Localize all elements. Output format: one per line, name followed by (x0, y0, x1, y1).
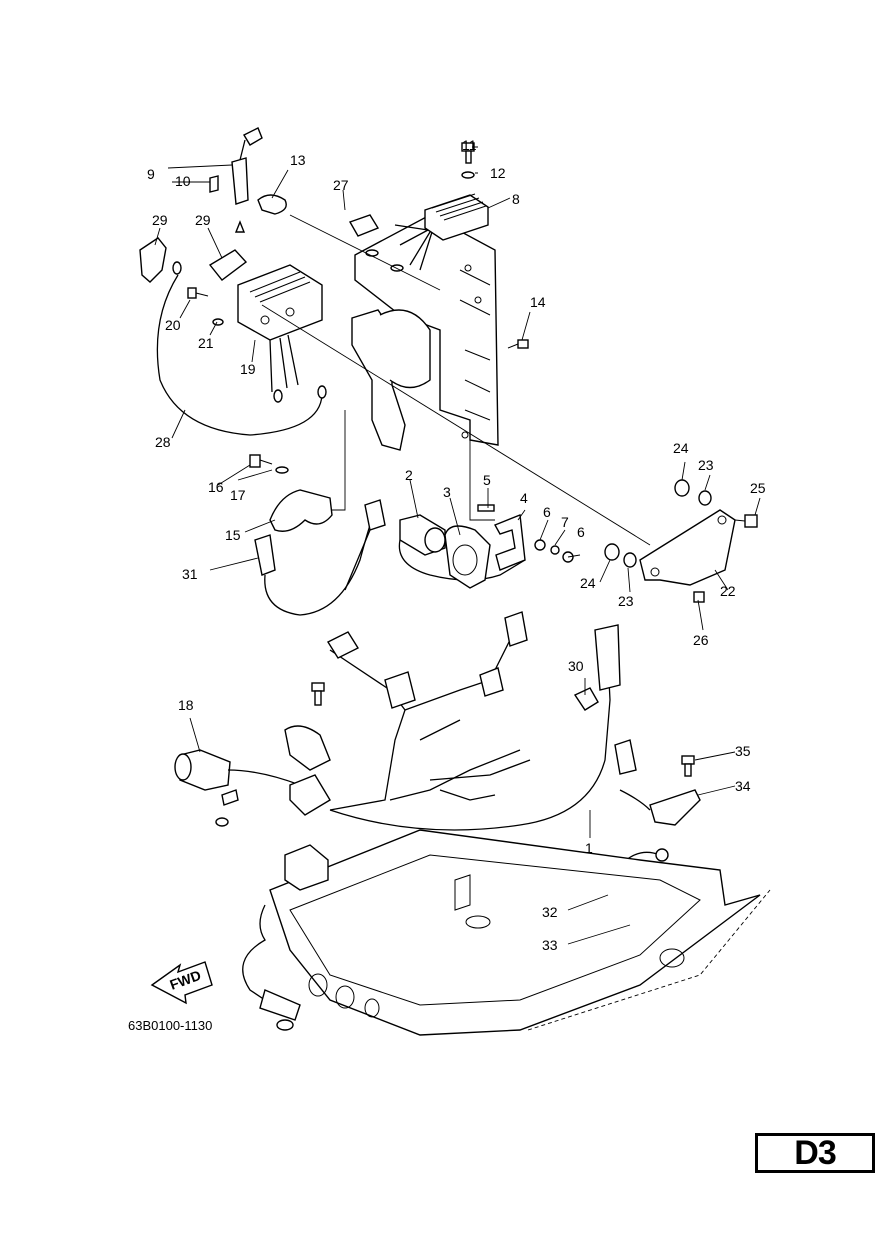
callout-labels: 9 10 11 12 13 14 15 16 17 18 19 20 21 22… (147, 137, 766, 953)
svg-text:22: 22 (720, 583, 736, 599)
svg-text:14: 14 (530, 294, 546, 310)
washer-12 (461, 171, 475, 179)
svg-text:33: 33 (542, 937, 558, 953)
svg-text:23: 23 (698, 457, 714, 473)
bolt-26 (693, 591, 705, 603)
svg-text:8: 8 (512, 191, 520, 207)
svg-text:26: 26 (693, 632, 709, 648)
svg-text:6: 6 (543, 504, 551, 520)
stop-switch (614, 739, 701, 826)
bracket-22 (639, 509, 736, 586)
svg-text:19: 19 (240, 361, 256, 377)
thermo-switch (398, 514, 526, 581)
page-code: D3 (794, 1133, 836, 1172)
svg-text:17: 17 (230, 487, 246, 503)
mount-bracket-plate (354, 214, 499, 446)
svg-text:30: 30 (568, 658, 584, 674)
washer-7 (550, 545, 560, 555)
rectifier-regulator (348, 193, 489, 272)
diagram-code: 63B0100-1130 (128, 1018, 213, 1033)
svg-text:9: 9 (147, 166, 155, 182)
svg-text:29: 29 (195, 212, 211, 228)
connector-31 (254, 499, 386, 616)
bolt-25 (734, 514, 758, 528)
svg-text:18: 18 (178, 697, 194, 713)
svg-text:7: 7 (561, 514, 569, 530)
svg-text:13: 13 (290, 152, 306, 168)
bolt-14 (507, 339, 529, 349)
svg-text:29: 29 (152, 212, 168, 228)
svg-text:16: 16 (208, 479, 224, 495)
svg-text:24: 24 (673, 440, 689, 456)
svg-text:28: 28 (155, 434, 171, 450)
svg-text:3: 3 (443, 484, 451, 500)
svg-text:24: 24 (580, 575, 596, 591)
nut-6 (534, 539, 546, 551)
svg-text:25: 25 (750, 480, 766, 496)
svg-text:21: 21 (198, 335, 214, 351)
cdi-unit (237, 264, 323, 403)
svg-text:31: 31 (182, 566, 198, 582)
bolt-16 (249, 454, 289, 474)
cover-3 (444, 525, 491, 589)
svg-text:1: 1 (585, 840, 593, 856)
fwd-arrow: FWD (150, 961, 213, 1005)
svg-text:32: 32 (542, 904, 558, 920)
bolt-5 (477, 504, 495, 512)
svg-text:11: 11 (462, 137, 477, 153)
leader-lines (154, 146, 761, 945)
bolt-20 (187, 287, 224, 326)
svg-text:23: 23 (618, 593, 634, 609)
ground-wire (156, 274, 323, 436)
svg-text:4: 4 (520, 490, 528, 506)
svg-text:10: 10 (175, 173, 191, 189)
grommets (604, 479, 712, 568)
wire-harness (326, 611, 621, 831)
bottom-cowling (242, 829, 771, 1036)
ignition-coil-left (139, 237, 248, 283)
svg-text:35: 35 (735, 743, 751, 759)
clip (257, 194, 287, 215)
svg-text:15: 15 (225, 527, 241, 543)
svg-text:12: 12 (490, 165, 506, 181)
svg-text:6: 6 (577, 524, 585, 540)
svg-text:5: 5 (483, 472, 491, 488)
mount-arm (351, 309, 431, 451)
main-switch (174, 682, 331, 827)
page-code-box: D3 (755, 1133, 875, 1173)
svg-text:34: 34 (735, 778, 751, 794)
svg-text:27: 27 (333, 177, 349, 193)
spark-plug-cap (209, 127, 263, 233)
bracket-4 (494, 514, 526, 571)
svg-text:2: 2 (405, 467, 413, 483)
clamp-15 (269, 489, 333, 532)
clip-30 (573, 687, 599, 711)
svg-text:20: 20 (165, 317, 181, 333)
bolt-11 (461, 142, 475, 164)
